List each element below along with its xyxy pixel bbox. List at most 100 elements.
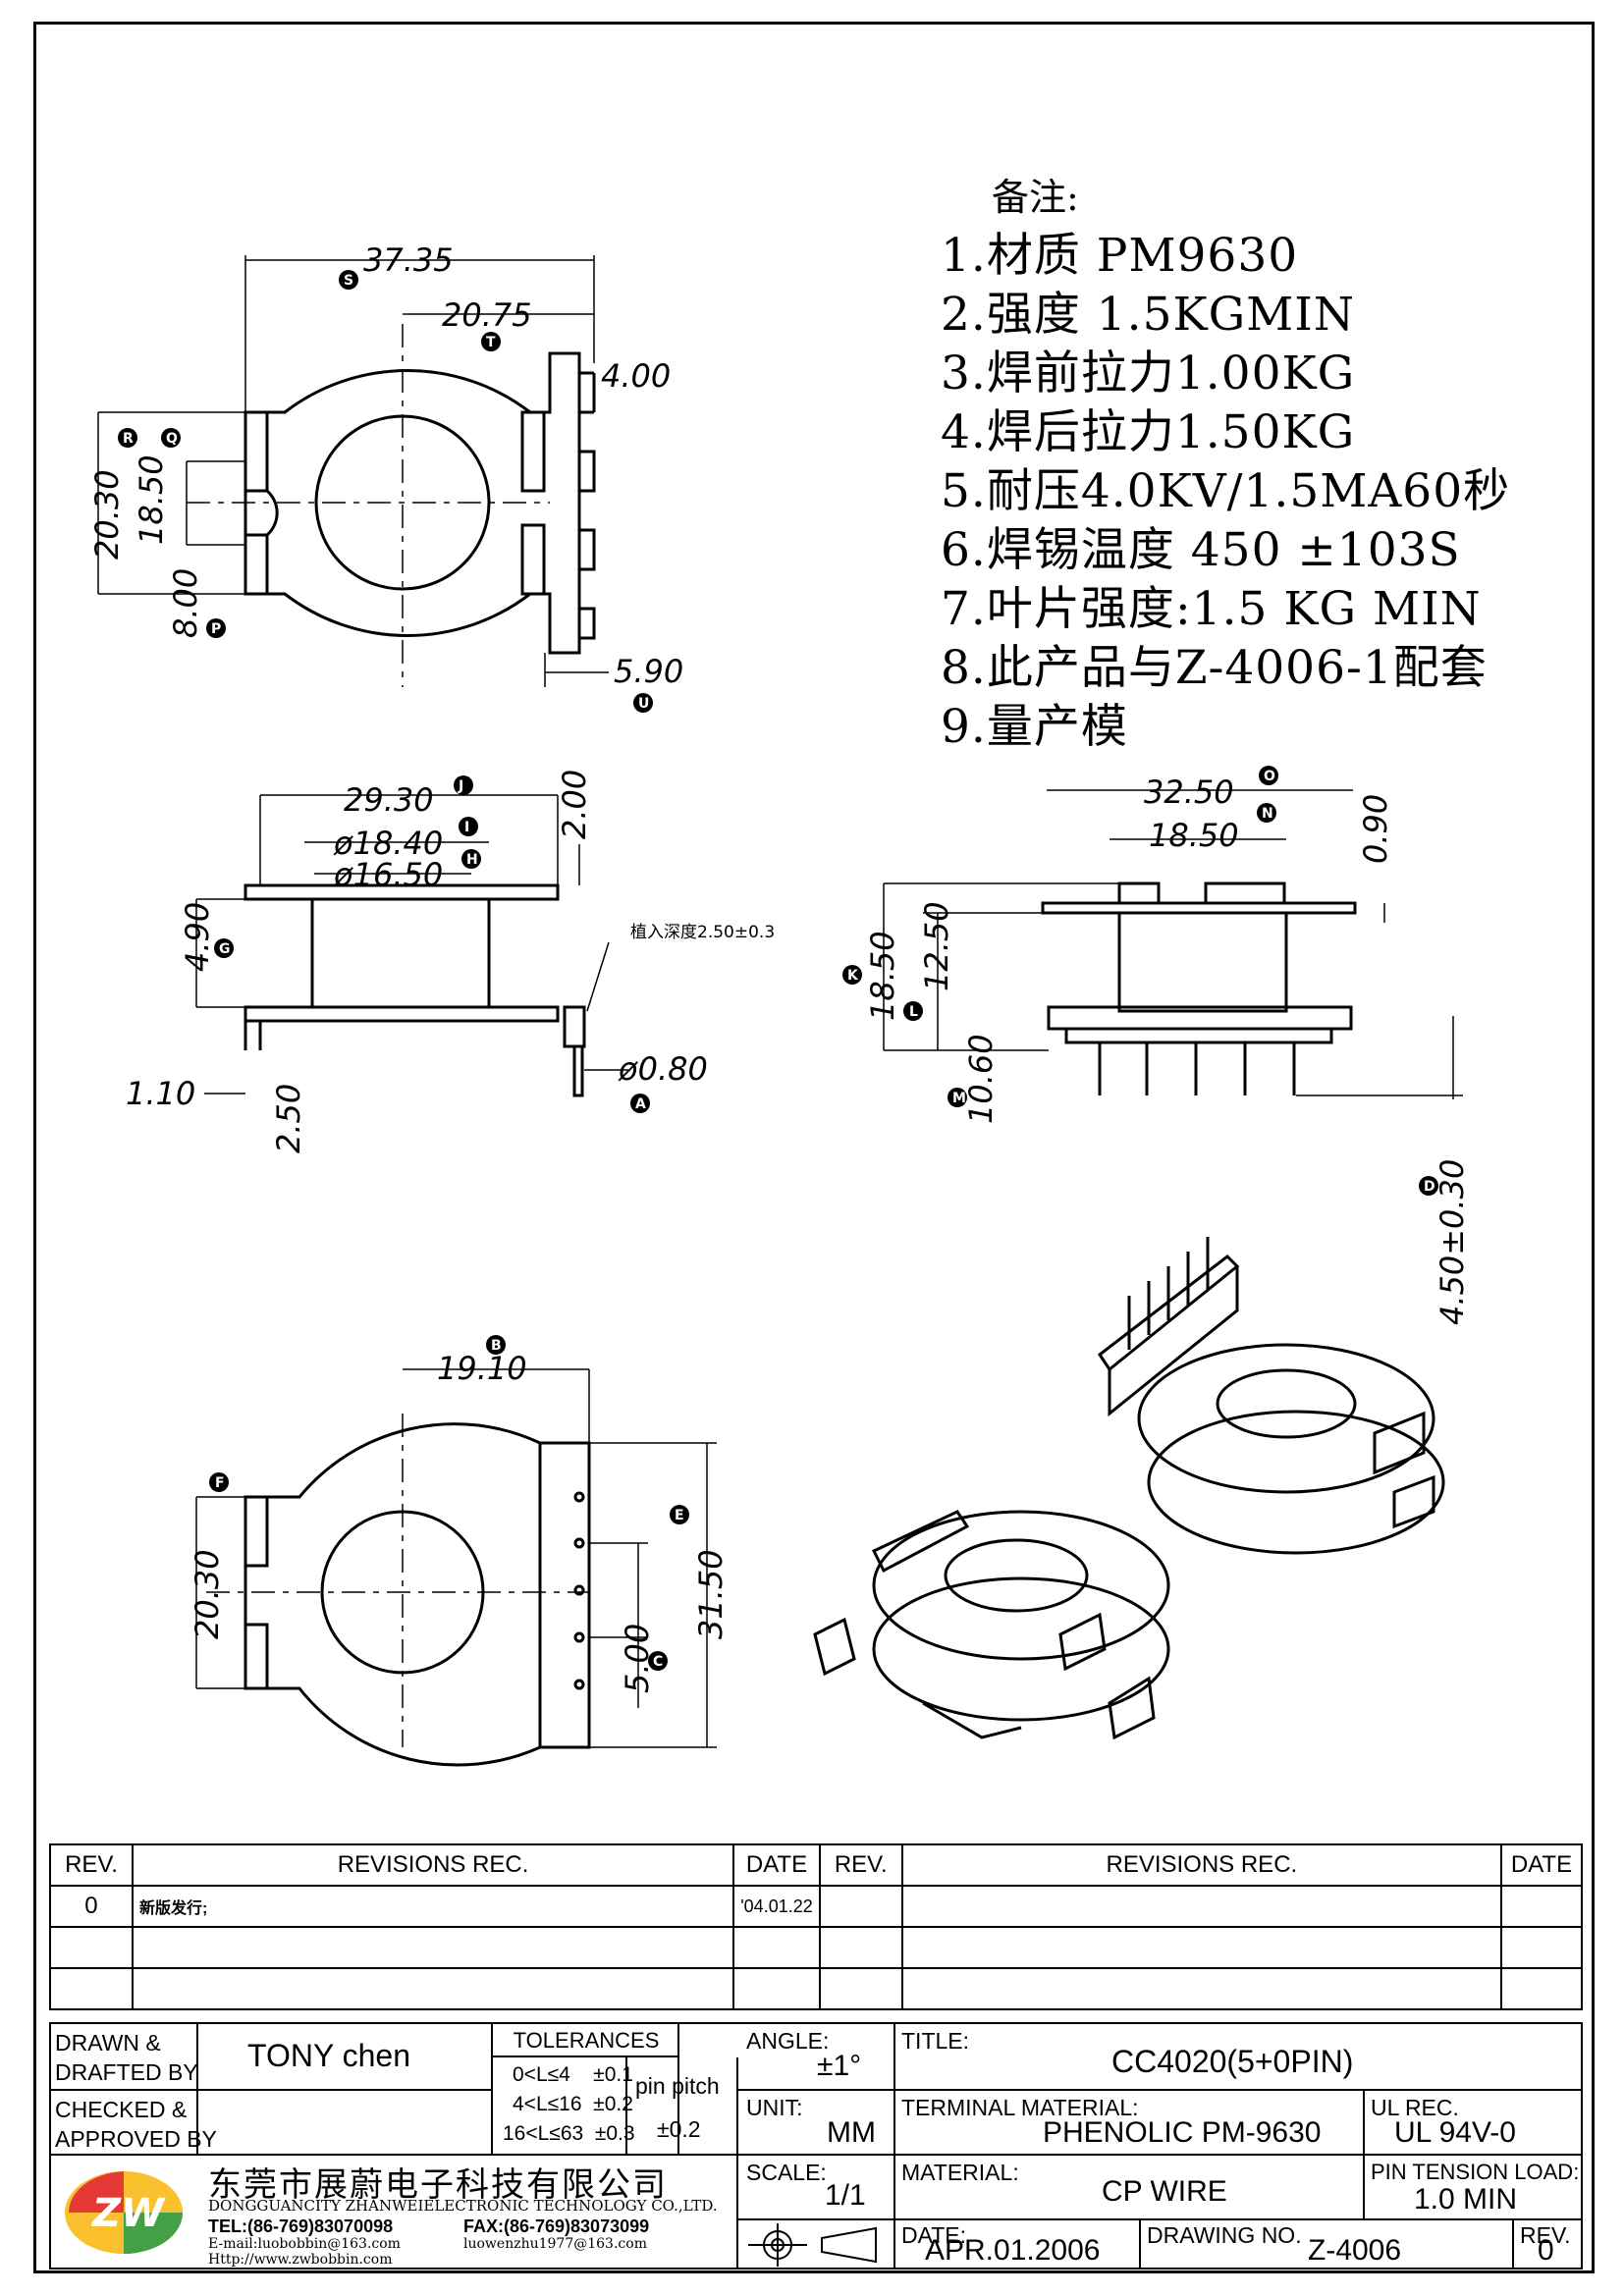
- company-email-2: luowenzhu1977@163.com: [463, 2236, 647, 2252]
- svg-text:E: E: [675, 1508, 684, 1523]
- note-8: 8.此产品与Z-4006-1配套: [941, 641, 1488, 695]
- ul-label: UL REC.: [1371, 2095, 1459, 2120]
- dim-18-50: 18.50: [133, 454, 170, 545]
- unit-value: MM: [827, 2116, 876, 2149]
- notes-title: 备注:: [992, 176, 1079, 219]
- note-7: 7.叶片强度:1.5 KG MIN: [941, 582, 1482, 636]
- dim-5-90: 5.90: [614, 653, 683, 690]
- tag-t: T: [481, 332, 501, 351]
- svg-text:D: D: [1424, 1179, 1435, 1195]
- pin-pitch-tol: ±0.2: [657, 2116, 701, 2142]
- svg-text:ZW: ZW: [90, 2191, 166, 2236]
- company-cell: ZW 东莞市展蔚电子科技有限公司 DONGGUANCITY ZHANWEIELE…: [51, 2156, 738, 2269]
- dim-2-50: 2.50: [270, 1084, 307, 1153]
- dim-0-80: ø0.80: [618, 1050, 708, 1088]
- tag-p: P: [206, 618, 226, 638]
- ul-cell: UL REC. UL 94V-0: [1365, 2091, 1583, 2156]
- svg-text:G: G: [219, 941, 231, 957]
- date-header: DATE: [732, 1843, 821, 1887]
- tag-h: H: [461, 849, 481, 869]
- projection-symbol-cell: [738, 2220, 895, 2269]
- company-email-1: E-mail:luobobbin@163.com: [208, 2236, 401, 2252]
- svg-text:U: U: [638, 696, 649, 712]
- tag-c: C: [648, 1651, 668, 1671]
- tag-s: S: [339, 270, 358, 290]
- tag-m: M: [947, 1088, 967, 1107]
- dim-20-30: 20.30: [88, 469, 126, 560]
- tag-b: B: [486, 1335, 506, 1355]
- dim-18-50-height: 18.50: [864, 931, 901, 1021]
- svg-text:L: L: [909, 1004, 918, 1020]
- tag-k: K: [842, 965, 862, 985]
- rev-date-cell: [1500, 1967, 1583, 2010]
- rev-date-cell: [1500, 1885, 1583, 1928]
- revisions-header-row: REV. REVISIONS REC. DATE REV. REVISIONS …: [49, 1843, 1583, 1887]
- side-view: [195, 794, 628, 1097]
- svg-text:O: O: [1264, 769, 1275, 784]
- tag-o: O: [1259, 766, 1278, 785]
- rev-desc-cell: [131, 1967, 735, 2010]
- top-view: [97, 255, 609, 687]
- drawing-no-cell: DRAWING NO. Z-4006: [1141, 2220, 1514, 2269]
- drawing-no: Z-4006: [1308, 2234, 1402, 2267]
- svg-text:I: I: [464, 820, 469, 835]
- svg-text:F: F: [215, 1475, 225, 1491]
- revisions-table: REV. REVISIONS REC. DATE REV. REVISIONS …: [49, 1843, 1583, 2010]
- tag-n: N: [1257, 803, 1276, 823]
- dim-20-30-bottom: 20.30: [189, 1549, 226, 1639]
- rev-header: REV.: [49, 1843, 134, 1887]
- pin-pitch-cell: pin pitch ±0.2: [625, 2057, 738, 2156]
- projection-symbol-icon: [748, 2223, 877, 2267]
- dim-0-90: 0.90: [1357, 794, 1394, 864]
- angle-cell: ANGLE: ±1°: [738, 2024, 895, 2091]
- rev-cell: [818, 1926, 903, 1969]
- note-3: 3.焊前拉力1.00KG: [941, 347, 1356, 400]
- dim-12-50: 12.50: [918, 901, 955, 991]
- table-row: [49, 1967, 1583, 2010]
- svg-text:S: S: [344, 273, 353, 289]
- note-5: 5.耐压4.0KV/1.5MA60秒: [941, 464, 1511, 518]
- tag-r: R: [118, 428, 137, 448]
- rev-label: REV.: [1520, 2222, 1571, 2248]
- tag-i: I: [459, 817, 478, 836]
- scale-value: 1/1: [825, 2179, 866, 2212]
- date-value: APR.01.2006: [925, 2234, 1101, 2267]
- checked-label: CHECKED & APPROVED BY: [55, 2097, 217, 2152]
- table-row: [49, 1926, 1583, 1969]
- drawn-by-cell: TONY chen: [198, 2024, 493, 2091]
- tol-row-2: 4<L≤16 ±0.2: [513, 2093, 633, 2115]
- rev-header-2: REV.: [818, 1843, 903, 1887]
- rev-desc-cell: [900, 1967, 1503, 2010]
- svg-text:N: N: [1262, 806, 1273, 822]
- dim-4-90: 4.90: [179, 902, 216, 972]
- rev-date-cell: [732, 1967, 821, 2010]
- isometric-view-lower: [813, 1510, 1170, 1740]
- dim-1-10: 1.10: [126, 1075, 195, 1112]
- svg-text:P: P: [211, 621, 221, 637]
- svg-text:R: R: [123, 431, 134, 447]
- rev-cell: 0: [49, 1885, 134, 1928]
- material-label: MATERIAL:: [901, 2160, 1019, 2185]
- svg-text:A: A: [635, 1096, 646, 1112]
- note-1: 1.材质 PM9630: [941, 229, 1299, 283]
- rev-date-cell: [1500, 1926, 1583, 1969]
- svg-text:T: T: [486, 335, 496, 350]
- ul-value: UL 94V-0: [1394, 2116, 1516, 2149]
- rev-cell: [818, 1967, 903, 2010]
- tag-a: A: [630, 1094, 650, 1113]
- tag-e: E: [670, 1505, 689, 1524]
- tag-g: G: [214, 938, 234, 958]
- drawn-label: DRAWN & DRAFTED BY: [55, 2030, 198, 2085]
- note-2: 2.强度 1.5KGMIN: [941, 288, 1356, 342]
- technical-drawing: 37.35 20.75 4.00 20.30 18.50 8.00 5.90 2…: [88, 241, 1471, 1767]
- svg-text:J: J: [458, 778, 463, 794]
- dim-4-50: 4.50±0.30: [1434, 1159, 1471, 1325]
- svg-text:H: H: [466, 852, 478, 868]
- note-4: 4.焊后拉力1.50KG: [941, 405, 1356, 459]
- svg-text:C: C: [653, 1654, 663, 1670]
- rev-desc-cell: [900, 1926, 1503, 1969]
- company-tel: TEL:(86-769)83070098: [208, 2216, 394, 2236]
- dim-20-75: 20.75: [442, 296, 532, 334]
- insert-depth-note: 植入深度2.50±0.3: [630, 923, 775, 942]
- angle-value: ±1°: [817, 2050, 862, 2082]
